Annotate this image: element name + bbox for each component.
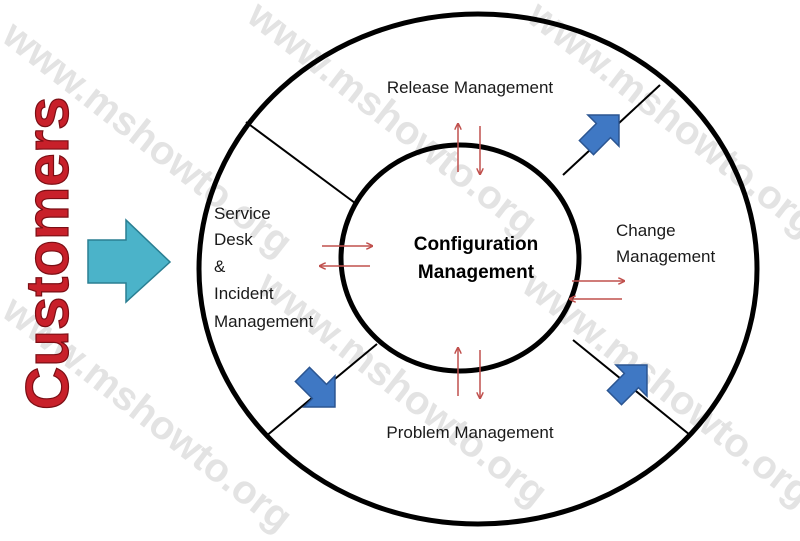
diagonal-block-arrow-icon: [606, 364, 648, 406]
service-desk-label-line-5: Management: [214, 312, 314, 331]
right-block-arrow-icon: [87, 218, 172, 304]
release-management-label: Release Management: [387, 78, 554, 97]
change-management-label-line-2: Management: [616, 247, 716, 266]
double-headed-exchange-arrow-icon: [458, 124, 480, 174]
center-title-line-1: Configuration: [414, 234, 539, 255]
customers-label: Customers: [14, 97, 81, 410]
double-headed-exchange-arrow-icon: [458, 348, 480, 398]
watermark-text: www.mshowto.org: [519, 0, 800, 245]
diagonal-block-arrow-icon: [578, 114, 620, 156]
watermark-text: www.mshowto.org: [239, 0, 546, 245]
service-desk-label-line-4: Incident: [214, 284, 274, 303]
double-headed-exchange-arrow-icon: [570, 281, 624, 299]
service-desk-label-line-2: Desk: [214, 230, 253, 249]
problem-management-label: Problem Management: [386, 423, 554, 442]
outer-circle: [196, 11, 760, 527]
change-management-label-line-1: Change: [616, 221, 676, 240]
diagonal-block-arrow-icon: [294, 366, 336, 408]
watermark-text: www.mshowto.org: [249, 262, 556, 515]
double-headed-exchange-arrow-icon: [320, 246, 372, 266]
divider-line-upper-left: [245, 121, 356, 204]
service-desk-label-line-3: &: [214, 257, 226, 276]
inner-circle: [338, 142, 582, 374]
service-desk-label-line-1: Service: [214, 204, 271, 223]
center-title-line-2: Management: [418, 262, 535, 283]
